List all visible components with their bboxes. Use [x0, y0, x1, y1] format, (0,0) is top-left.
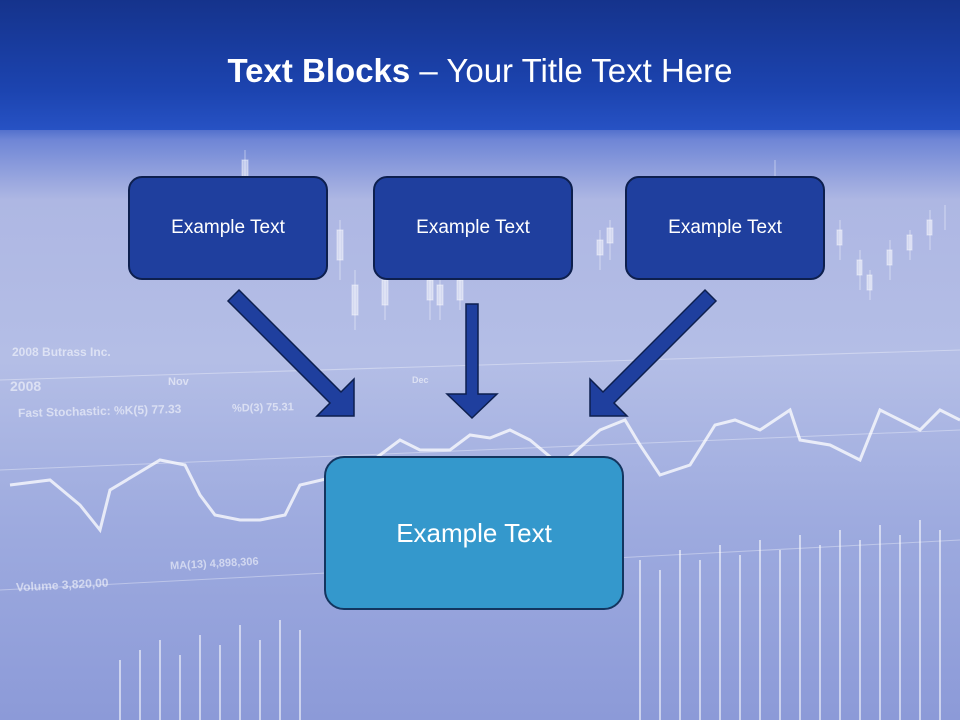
bg-company-label: 2008 Butrass Inc. [12, 345, 111, 359]
arrow-left [226, 288, 355, 417]
arrow-right [589, 288, 718, 417]
text-block-2-label: Example Text [416, 217, 530, 238]
target-text-block-label: Example Text [396, 517, 552, 548]
bg-month-label-dec: Dec [412, 375, 429, 385]
bg-month-label-nov: Nov [168, 376, 189, 388]
text-block-2[interactable]: Example Text [373, 176, 573, 280]
text-block-1-label: Example Text [171, 217, 285, 238]
title-bold: Text Blocks [227, 52, 411, 89]
title-rest: – Your Title Text Here [410, 52, 733, 89]
text-block-1[interactable]: Example Text [128, 176, 328, 280]
text-block-3[interactable]: Example Text [625, 176, 825, 280]
header-band [0, 0, 960, 130]
text-block-3-label: Example Text [668, 217, 782, 238]
slide-title: Text Blocks – Your Title Text Here [0, 52, 960, 90]
bg-year-label: 2008 [10, 378, 42, 394]
arrow-center [445, 303, 499, 420]
target-text-block[interactable]: Example Text [324, 456, 624, 610]
